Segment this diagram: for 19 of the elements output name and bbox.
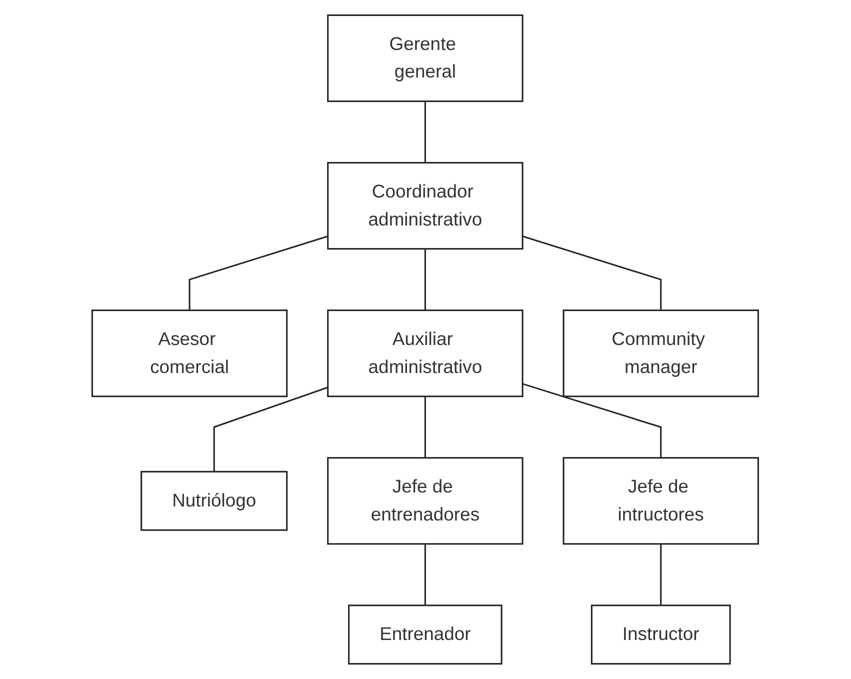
node-box: Gerente general xyxy=(327,14,524,102)
node-box: Jefe de entrenadores xyxy=(327,457,524,545)
node-box: Instructor xyxy=(591,604,732,665)
node-box: Asesor comercial xyxy=(92,310,288,398)
node-box: Jefe de intructores xyxy=(563,457,760,545)
node-box: Entrenador xyxy=(348,604,503,665)
connector xyxy=(189,236,328,310)
connector xyxy=(214,386,328,472)
node-box: Community manager xyxy=(563,310,760,398)
connector xyxy=(424,544,426,606)
connector xyxy=(522,236,662,310)
connector xyxy=(424,101,426,163)
node-box: Coordinador administrativo xyxy=(327,162,524,250)
node-box: Nutriólogo xyxy=(140,470,288,531)
connector xyxy=(522,383,662,458)
node-box: Auxiliar administrativo xyxy=(327,310,524,398)
connector xyxy=(660,544,662,606)
connector xyxy=(424,248,426,310)
connector xyxy=(424,396,426,458)
